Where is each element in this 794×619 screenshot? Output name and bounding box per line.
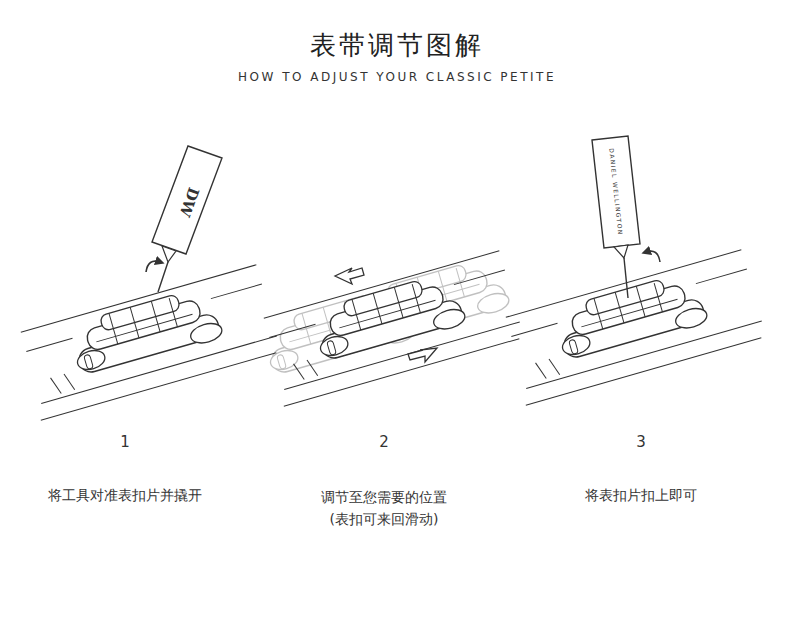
pry-tool [592,136,660,298]
step-number: 3 [636,430,646,454]
step-number: 2 [379,430,389,454]
slide-arrows [335,268,437,362]
subtitle: HOW TO ADJUST YOUR CLASSIC PETITE [238,68,556,87]
step-number: 1 [120,430,130,454]
step-caption: 将表扣片扣上即可 [585,484,697,506]
diagram-title: 表带调节图解 [310,28,484,63]
step-caption: 调节至您需要的位置 (表扣可来回滑动) [299,486,469,531]
pry-tool [146,146,222,292]
step-caption: 将工具对准表扣片并撬开 [48,484,202,506]
